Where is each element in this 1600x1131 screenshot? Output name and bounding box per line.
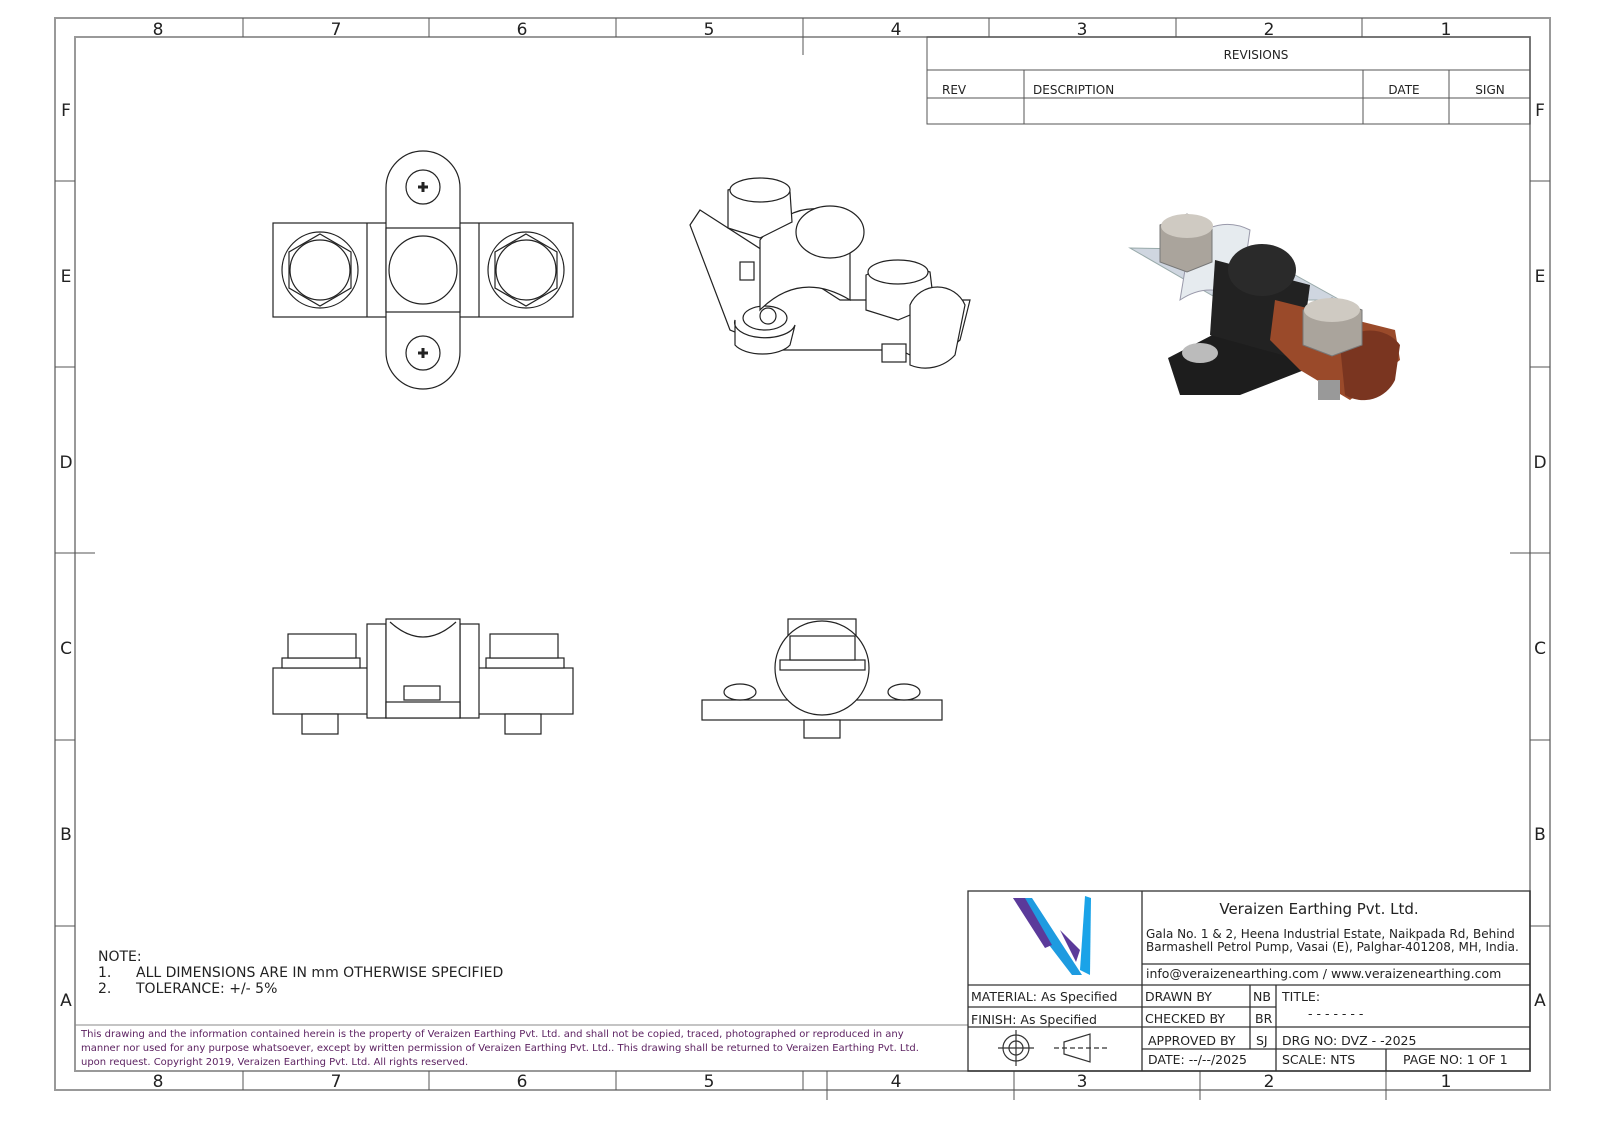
zone-col-label: 4 — [891, 20, 902, 40]
zone-col-label: 7 — [331, 1072, 342, 1092]
zone-row-label: C — [1534, 639, 1546, 659]
zone-ticks — [55, 18, 1550, 1100]
note-text: TOLERANCE: +/- 5% — [135, 981, 277, 997]
zone-row-label: E — [1535, 267, 1546, 287]
zone-col-label: 6 — [517, 20, 528, 40]
zone-col-label: 4 — [891, 1072, 902, 1092]
legal-notice: This drawing and the information contain… — [80, 1029, 919, 1068]
zone-col-label: 8 — [153, 20, 164, 40]
side-view — [701, 618, 943, 739]
company-address: Barmashell Petrol Pump, Vasai (E), Palgh… — [1146, 940, 1519, 954]
isometric-view — [689, 177, 971, 369]
zone-row-label: A — [1534, 991, 1546, 1011]
row-labels-left: F E D C B A — [59, 101, 72, 1011]
material-field: MATERIAL: As Specified — [971, 989, 1117, 1004]
title-block: Veraizen Earthing Pvt. Ltd. Gala No. 1 &… — [967, 890, 1531, 1072]
zone-row-label: D — [1533, 453, 1546, 473]
rendered-3d-view — [1128, 213, 1400, 401]
zone-row-label: C — [60, 639, 72, 659]
drawing-number: DRG NO: DVZ - -2025 — [1282, 1033, 1416, 1048]
row-labels-right: F E D C B A — [1533, 101, 1546, 1011]
zone-col-label: 2 — [1264, 20, 1275, 40]
legal-line: manner nor used for any purpose whatsoev… — [81, 1043, 919, 1054]
checked-by-value: BR — [1255, 1011, 1273, 1026]
scale-field: SCALE: NTS — [1282, 1052, 1355, 1067]
checked-by-label: CHECKED BY — [1145, 1011, 1225, 1026]
approved-by-label: APPROVED BY — [1148, 1033, 1236, 1048]
company-logo — [1013, 896, 1091, 975]
zone-col-label: 5 — [704, 1072, 715, 1092]
zone-row-label: A — [60, 991, 72, 1011]
legal-line: upon request. Copyright 2019, Veraizen E… — [81, 1057, 468, 1068]
zone-row-label: B — [1534, 825, 1546, 845]
sign-header: SIGN — [1475, 83, 1504, 97]
drawn-by-label: DRAWN BY — [1145, 989, 1212, 1004]
legal-line: This drawing and the information contain… — [80, 1029, 904, 1040]
zone-row-label: F — [1535, 101, 1545, 121]
zone-row-label: B — [60, 825, 72, 845]
zone-col-label: 3 — [1077, 1072, 1088, 1092]
revisions-title: REVISIONS — [1224, 48, 1289, 62]
revisions-table: REVISIONS REV DESCRIPTION DATE SIGN — [926, 36, 1531, 125]
zone-row-label: E — [61, 267, 72, 287]
drawn-by-value: NB — [1253, 989, 1271, 1004]
zone-col-label: 5 — [704, 20, 715, 40]
approved-by-value: SJ — [1256, 1033, 1268, 1048]
note-number: 2. — [98, 981, 111, 997]
rev-header: REV — [942, 83, 967, 97]
column-labels-top: 8 7 6 5 4 3 2 1 — [153, 20, 1452, 40]
third-angle-projection-icon — [998, 1030, 1108, 1066]
title-label: TITLE: — [1281, 989, 1320, 1004]
date-header: DATE — [1388, 83, 1419, 97]
company-name: Veraizen Earthing Pvt. Ltd. — [1219, 900, 1418, 918]
zone-col-label: 1 — [1441, 20, 1452, 40]
column-labels-bottom: 8 7 6 5 4 3 2 1 — [153, 1072, 1452, 1092]
notes-heading: NOTE: — [98, 949, 142, 965]
zone-row-label: D — [59, 453, 72, 473]
top-view — [272, 150, 574, 390]
front-view — [272, 618, 574, 735]
note-number: 1. — [98, 965, 111, 981]
zone-row-label: F — [61, 101, 71, 121]
title-value: - - - - - - - — [1308, 1006, 1363, 1021]
page-number: PAGE NO: 1 OF 1 — [1403, 1052, 1508, 1067]
finish-field: FINISH: As Specified — [971, 1012, 1097, 1027]
zone-col-label: 2 — [1264, 1072, 1275, 1092]
zone-col-label: 6 — [517, 1072, 528, 1092]
zone-col-label: 3 — [1077, 20, 1088, 40]
company-address: Gala No. 1 & 2, Heena Industrial Estate,… — [1146, 927, 1515, 941]
description-header: DESCRIPTION — [1033, 83, 1114, 97]
company-contact: info@veraizenearthing.com / www.veraizen… — [1146, 966, 1501, 981]
date-field: DATE: --/--/2025 — [1148, 1052, 1247, 1067]
zone-col-label: 7 — [331, 20, 342, 40]
notes: NOTE: 1. ALL DIMENSIONS ARE IN mm OTHERW… — [98, 949, 503, 997]
zone-col-label: 1 — [1441, 1072, 1452, 1092]
zone-col-label: 8 — [153, 1072, 164, 1092]
note-text: ALL DIMENSIONS ARE IN mm OTHERWISE SPECI… — [136, 965, 503, 981]
